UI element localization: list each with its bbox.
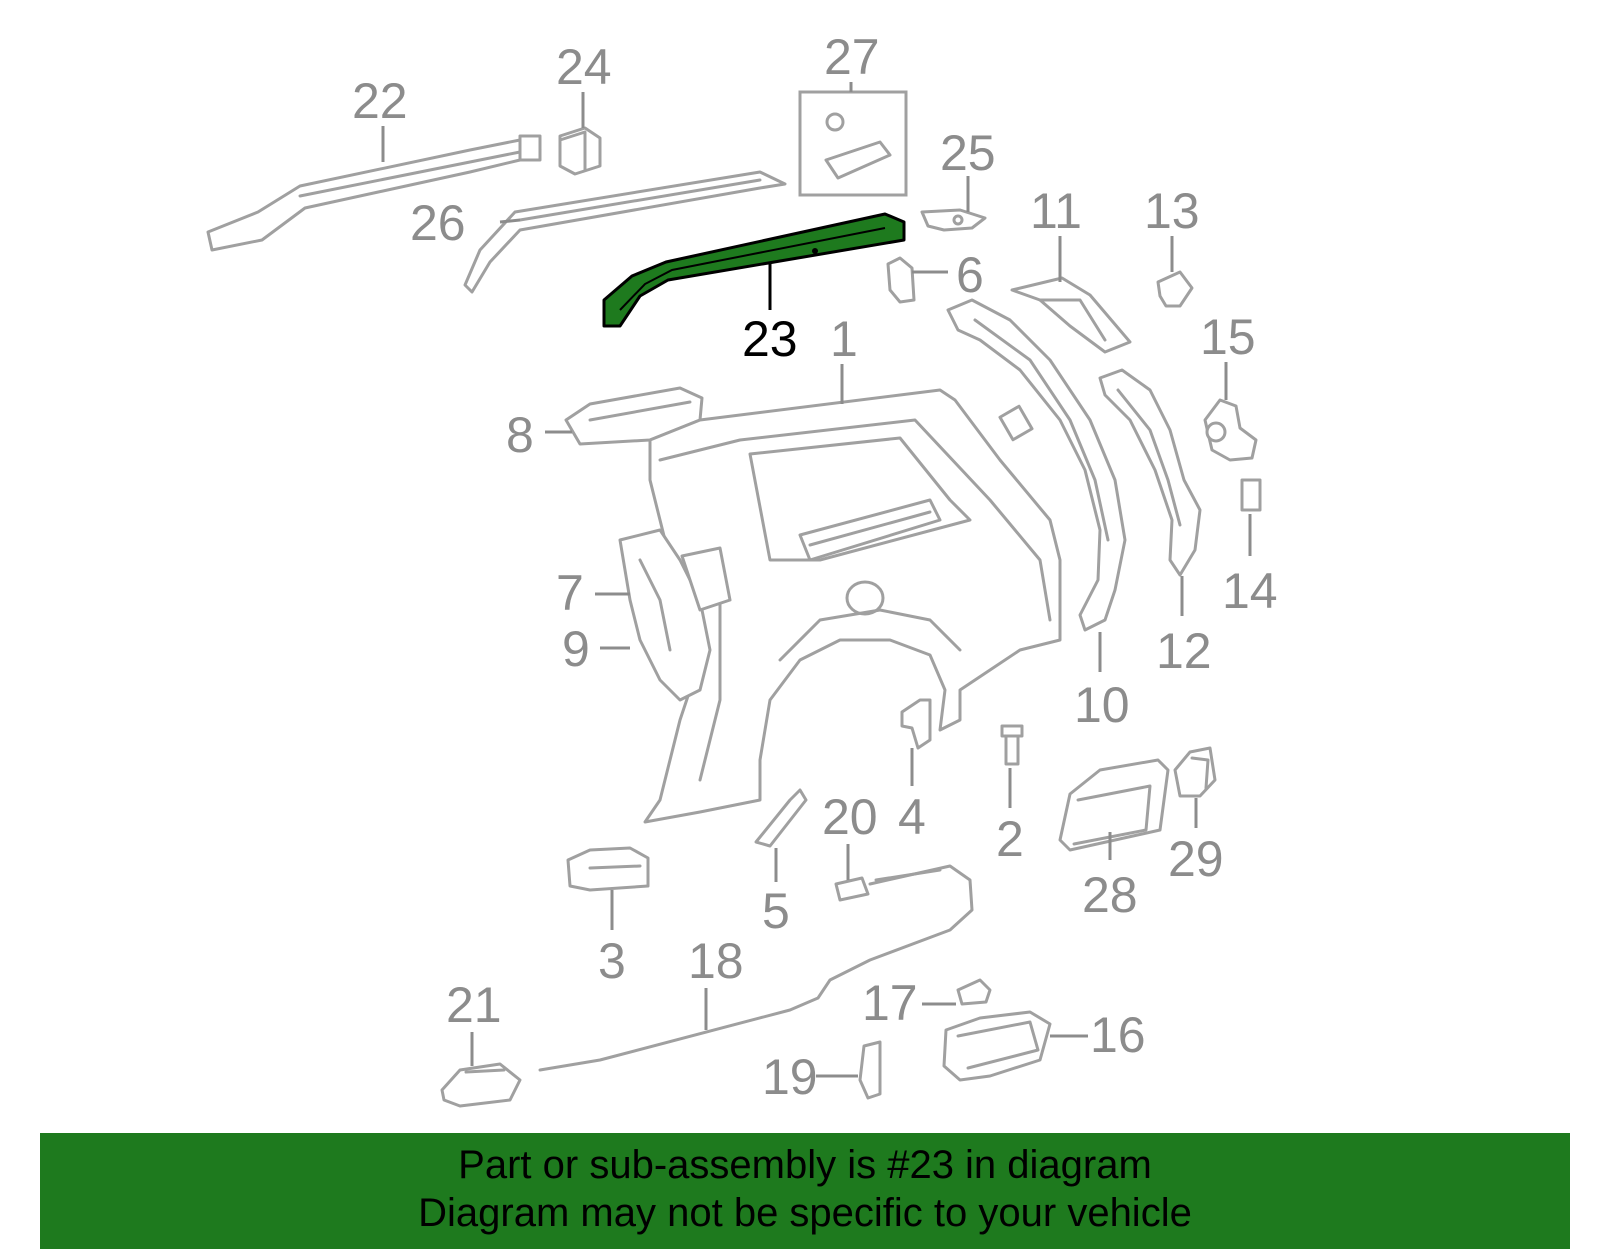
part-23-roof-reinforcement-highlighted: [602, 212, 906, 328]
callout-4: 4: [898, 789, 926, 845]
part-27-clip-set: [798, 90, 908, 197]
part-19-bracket: [858, 1040, 882, 1100]
callout-11: 11: [1030, 183, 1082, 239]
callout-9: 9: [562, 621, 590, 677]
callout-1: 1: [830, 311, 858, 367]
callout-12: 12: [1156, 623, 1212, 679]
callout-14: 14: [1222, 563, 1278, 619]
callout-15: 15: [1200, 309, 1256, 365]
callout-2: 2: [996, 811, 1024, 867]
part-12-wheelhouse: [1098, 368, 1202, 577]
callout-26: 26: [410, 195, 466, 251]
parts-diagram: 22 24 27 25 26 23 6 11 13 15 1 8 7 9 10 …: [206, 29, 1278, 1108]
part-17-clip: [956, 978, 992, 1006]
callout-6: 6: [956, 247, 984, 303]
part-5-strip: [754, 788, 808, 848]
callout-28: 28: [1082, 867, 1138, 923]
callout-29: 29: [1168, 831, 1224, 887]
leader-lines: [381, 82, 1252, 1078]
part-26-inner-rail: [463, 170, 787, 294]
callout-13: 13: [1144, 183, 1200, 239]
part-3-bracket: [566, 846, 650, 892]
callout-18: 18: [688, 933, 744, 989]
part-6-bracket: [886, 256, 916, 304]
part-2-bolt: [1000, 724, 1024, 766]
part-15-bracket: [1203, 398, 1258, 462]
callout-3: 3: [598, 933, 626, 989]
info-banner: Part or sub-assembly is #23 in diagram D…: [40, 1133, 1570, 1249]
banner-line-disclaimer: Diagram may not be specific to your vehi…: [418, 1191, 1192, 1235]
part-28-housing: [1058, 758, 1170, 852]
callout-25: 25: [940, 125, 996, 181]
part-10-wheelhouse: [946, 298, 1127, 632]
part-18-cable: [538, 864, 974, 1072]
callout-24: 24: [556, 39, 612, 95]
callout-20: 20: [822, 789, 878, 845]
callout-22: 22: [352, 73, 408, 129]
part-13-clip: [1156, 270, 1194, 308]
callout-27: 27: [824, 29, 880, 85]
banner-line-part-number: Part or sub-assembly is #23 in diagram: [458, 1143, 1152, 1187]
callout-8: 8: [506, 407, 534, 463]
callout-10: 10: [1074, 677, 1130, 733]
callout-19: 19: [762, 1049, 818, 1105]
part-11-panel: [1010, 276, 1132, 354]
part-25-bracket: [920, 208, 987, 232]
callout-16: 16: [1090, 1007, 1146, 1063]
part-14-tab: [1240, 478, 1262, 512]
part-29-cap: [1173, 746, 1217, 798]
callout-labels: 22 24 27 25 26 23 6 11 13 15 1 8 7 9 10 …: [352, 29, 1278, 1105]
part-8-pillar-piece: [564, 386, 704, 446]
callout-17: 17: [862, 975, 918, 1031]
part-24-block: [558, 126, 602, 176]
callout-21: 21: [446, 977, 502, 1033]
part-16-fuel-door: [942, 1010, 1052, 1082]
part-7-9-pillar-inner: [618, 528, 732, 702]
part-20-cable-end: [834, 876, 870, 902]
part-1-quarter-panel: [643, 388, 1062, 824]
callout-7: 7: [556, 565, 584, 621]
part-22-roof-rail: [206, 134, 542, 252]
part-21-release-lever: [440, 1062, 522, 1108]
callout-5: 5: [762, 883, 790, 939]
callout-23: 23: [742, 311, 798, 367]
part-4-bracket: [900, 698, 932, 750]
